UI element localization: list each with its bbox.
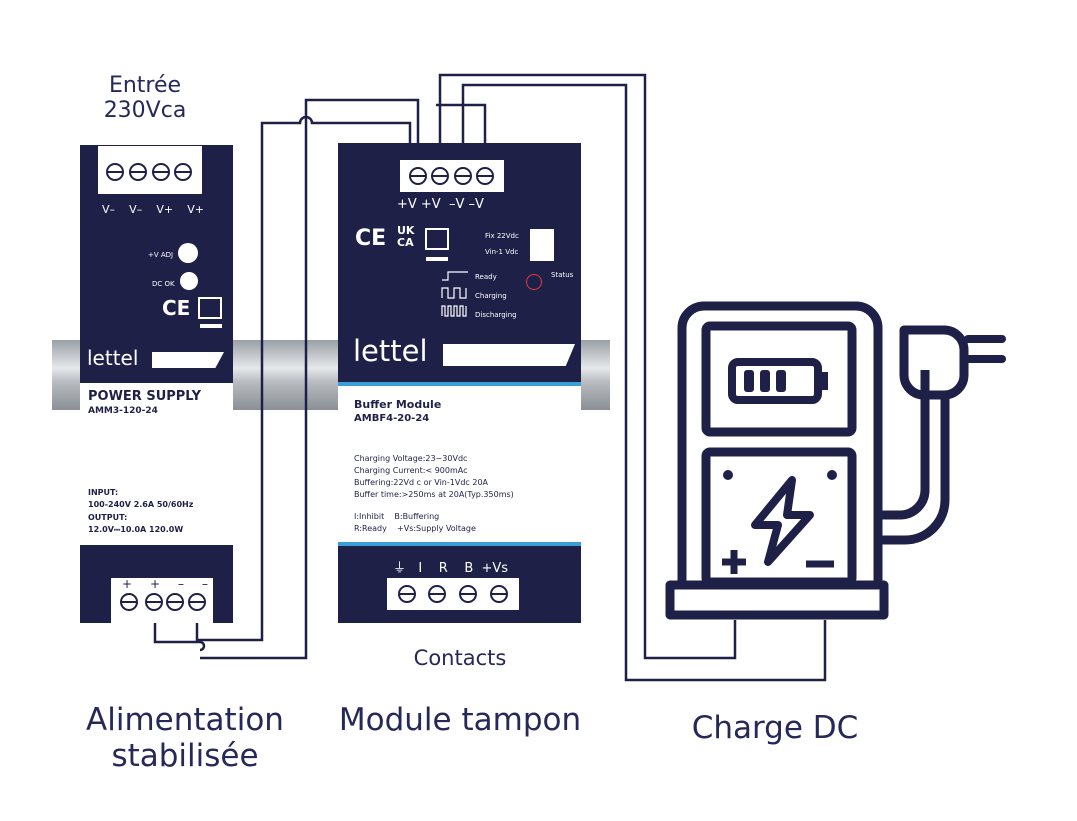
- psu-top-terminal-labels: V– V– V+ V+: [102, 203, 204, 216]
- psu-bottom-terminal-labels: + + – –: [122, 577, 208, 591]
- psu-terminal-label: V+: [187, 203, 204, 216]
- buffer-title: Buffer Module: [354, 398, 442, 411]
- psu-vadj-label: +V ADJ: [148, 251, 174, 259]
- wire-buffer-load-plus: [438, 73, 737, 660]
- buffer-fix-label: Fix 22Vdc: [485, 232, 519, 240]
- buffer-spec-3: Buffering:22Vd c or Vin-1Vdc 20A: [354, 478, 488, 487]
- buffer-bottom-screws: [398, 585, 508, 603]
- buffer-legend-2: R:Ready +Vs:Supply Voltage: [354, 524, 476, 533]
- psu-terminal-label: V+: [156, 203, 174, 216]
- buffer-mode-switch[interactable]: [530, 229, 554, 261]
- input-voltage-label: Entrée 230Vca: [103, 73, 187, 124]
- psu-ce-mark: CE: [162, 296, 191, 320]
- buffer-label-panel: [338, 382, 581, 546]
- contacts-label: Contacts: [413, 646, 507, 670]
- buffer-weee-icon: [425, 228, 449, 250]
- buffer-spec-2: Charging Current:< 900mAc: [354, 466, 468, 475]
- psu-brand-bar: [152, 352, 224, 368]
- psu-bottom-label: +: [150, 577, 161, 591]
- psu-title: POWER SUPPLY: [88, 389, 201, 404]
- dc-load-caption: Charge DC: [691, 710, 859, 746]
- psu-bottom-label: –: [201, 577, 208, 591]
- dc-load-charger-icon: [665, 301, 969, 620]
- buffer-ready-label: Ready: [475, 273, 497, 281]
- buffer-bottom-terminal-labels: ⏚ I R B +Vs: [393, 561, 509, 576]
- psu-top-screws: [106, 163, 192, 181]
- buffer-status-label: Status: [551, 271, 574, 279]
- buffer-model: AMBF4-20-24: [354, 413, 430, 424]
- psu-brand-logo: lettel: [87, 346, 139, 370]
- psu-bottom-label: –: [178, 577, 185, 591]
- buffer-top-screws: [409, 167, 494, 185]
- psu-terminal-label: V–: [129, 203, 143, 216]
- psu-dcok-label: DC OK: [152, 280, 175, 288]
- buffer-ukca-top: UK: [397, 224, 415, 237]
- buffer-caption: Module tampon: [338, 702, 582, 738]
- din-rail-middle: [232, 340, 340, 410]
- buffer-ce-mark: CE: [355, 226, 387, 251]
- buffer-spec-1: Charging Voltage:23~30Vdc: [354, 454, 468, 463]
- plus-minus-signs: [722, 550, 834, 574]
- wire-buffer-load-minus: [461, 83, 827, 682]
- psu-label-panel: [80, 383, 233, 545]
- psu-model: AMM3-120-24: [88, 406, 158, 416]
- buffer-brand-logo: lettel: [353, 334, 428, 368]
- wire-buffer-psu-1: [200, 98, 420, 660]
- buffer-spec-4: Buffer time:>250ms at 20A(Typ.350ms): [354, 490, 514, 499]
- buffer-brand-bar: [443, 344, 575, 366]
- buffer-legend-1: I:Inhibit B:Buffering: [354, 512, 440, 521]
- wire-psu-buffer-3: [153, 600, 206, 652]
- psu-caption: Alimentation stabilisée: [86, 702, 284, 774]
- psu-output-label: OUTPUT:: [88, 513, 128, 522]
- din-rail-right: [580, 340, 610, 410]
- psu-terminal-label: V–: [102, 203, 116, 216]
- psu-weee-icon: [198, 297, 222, 319]
- wire-psu-buffer-4: [195, 115, 412, 642]
- psu-bottom-screws: [120, 593, 206, 611]
- psu-output-value: 12.0V⎓10.0A 120.0W: [88, 525, 184, 534]
- buffer-top-terminal-labels: +V +V –V –V: [397, 197, 484, 212]
- buffer-charging-label: Charging: [475, 292, 507, 300]
- psu-bottom-label: +: [122, 577, 133, 591]
- psu-dcok-led: [180, 272, 198, 290]
- psu-input-value: 100-240V 2.6A 50/60Hz: [88, 500, 194, 509]
- psu-input-label: INPUT:: [88, 488, 119, 497]
- lightning-bolt-icon: [751, 476, 814, 566]
- psu-weee-bar: [200, 324, 222, 328]
- din-rail-left: [52, 340, 82, 410]
- buffer-status-led: [526, 274, 542, 290]
- buffer-indicator-waveforms: [441, 271, 468, 317]
- buffer-weee-bar: [426, 257, 448, 261]
- psu-vadj-potentiometer[interactable]: [178, 243, 198, 263]
- buffer-discharging-label: Discharging: [475, 311, 517, 319]
- buffer-ukca-bottom: CA: [397, 236, 414, 249]
- buffer-vin-label: Vin-1 Vdc: [485, 248, 519, 256]
